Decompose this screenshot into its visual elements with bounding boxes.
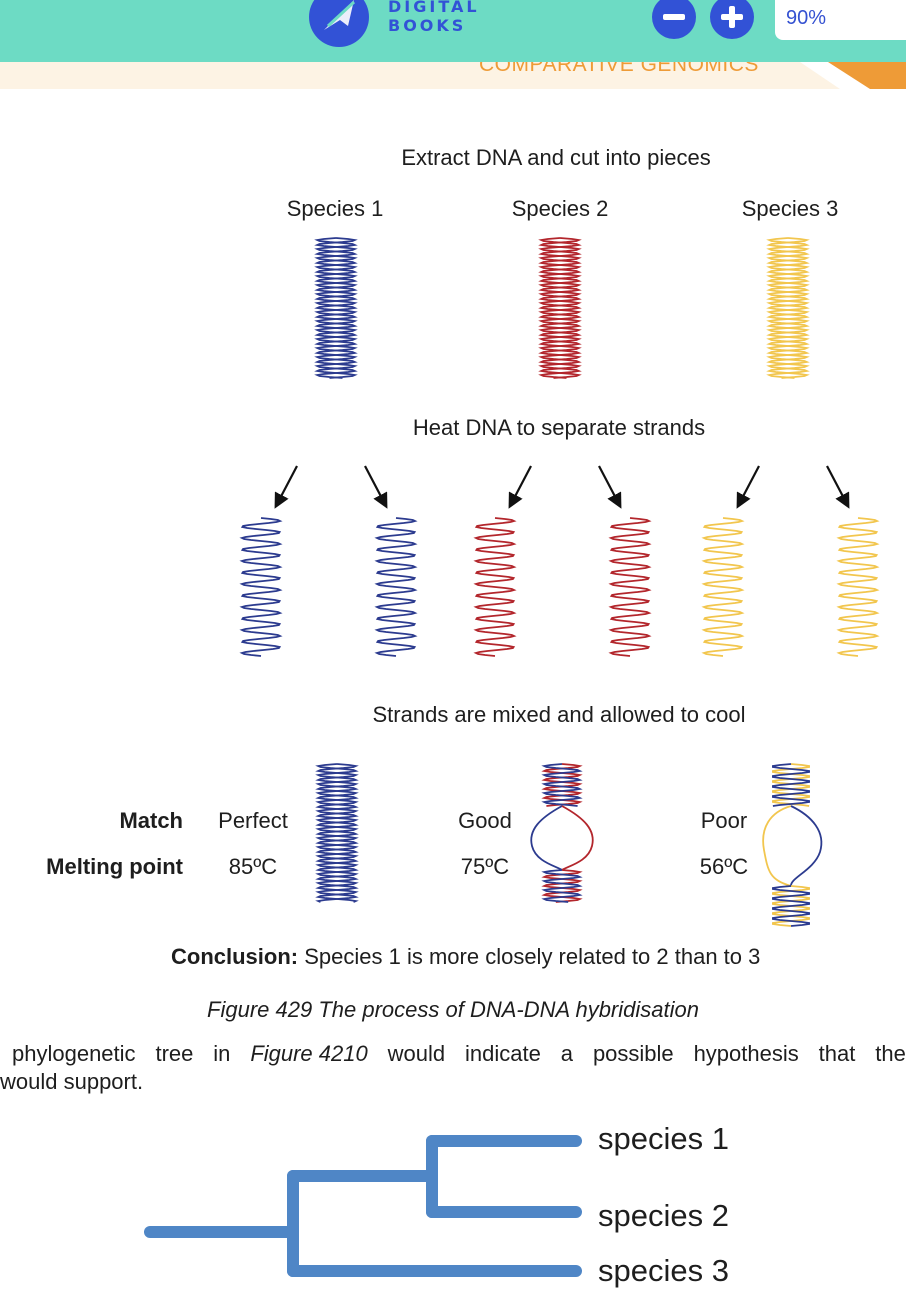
- single-strand-2: [374, 517, 418, 657]
- para-word: tree: [155, 1041, 194, 1066]
- species-1-helix-strand-b: [314, 237, 358, 379]
- hybrid-good-bubble-b: [561, 805, 594, 871]
- species-2-label: Species 2: [511, 196, 609, 221]
- zoom-out-button[interactable]: [651, 0, 697, 40]
- digital-books-logo-icon[interactable]: [308, 0, 370, 48]
- para-word: the: [875, 1041, 906, 1066]
- step-extract-label: Extract DNA and cut into pieces: [401, 145, 711, 170]
- conclusion-text: Species 1 is more closely related to 2 t…: [304, 944, 761, 969]
- arrow-3: [508, 465, 532, 509]
- hybrid-perfect-strand-a: [315, 763, 359, 903]
- melting-85: 85ºC: [228, 854, 278, 879]
- hybrid-poor-bubble-a: [762, 805, 792, 887]
- para-word: in: [213, 1041, 231, 1066]
- step-heat-label: Heat DNA to separate strands: [412, 415, 706, 440]
- logo-text: DIGITAL BOOKS: [388, 0, 480, 35]
- arrow-6: [826, 465, 850, 509]
- hybrid-good-bubble-a: [530, 805, 563, 871]
- arrow-1: [274, 465, 298, 509]
- match-good: Good: [458, 808, 512, 833]
- para-word: that: [818, 1041, 856, 1066]
- match-perfect: Perfect: [218, 808, 288, 833]
- tree-leaf-species-3: species 3: [598, 1253, 729, 1288]
- body-paragraph-line2: would support.: [0, 1069, 144, 1094]
- species-1-label: Species 1: [286, 196, 384, 221]
- arrow-4: [598, 465, 622, 509]
- tree-leaf-species-2: species 2: [598, 1198, 729, 1233]
- single-strand-3: [473, 517, 517, 657]
- dna-hybridisation-diagram: [239, 237, 880, 927]
- tree-leaf-species-1: species 1: [598, 1121, 729, 1156]
- melting-row-label: Melting point: [46, 854, 183, 879]
- hybrid-helices: [315, 763, 823, 927]
- hybrid-poor-bottom-b: [772, 885, 810, 927]
- conclusion-label: Conclusion:: [171, 944, 299, 969]
- single-strand-5: [701, 517, 745, 657]
- melting-56: 56ºC: [699, 854, 749, 879]
- species-2-helix-strand-b: [538, 237, 582, 379]
- hybrid-good-top-a: [541, 763, 583, 807]
- para-word: would: [387, 1041, 446, 1066]
- conclusion: Conclusion: Species 1 is more closely re…: [171, 944, 760, 970]
- phylogenetic-tree: [144, 1135, 582, 1277]
- single-strands: [239, 517, 880, 657]
- hybrid-poor-top-b: [772, 763, 810, 807]
- figure-reference-link[interactable]: Figure 4210: [250, 1041, 368, 1066]
- arrows: [274, 465, 850, 509]
- single-strand-6: [836, 517, 880, 657]
- arrow-2: [364, 465, 388, 509]
- step-cool-label: Strands are mixed and allowed to cool: [372, 702, 746, 727]
- single-strand-1: [239, 517, 283, 657]
- figure-caption: Figure 429 The process of DNA-DNA hybrid…: [207, 997, 699, 1022]
- hybrid-good-bottom-b: [541, 869, 583, 903]
- body-paragraph-line1: phylogenetic tree in Figure 4210 would i…: [0, 1040, 906, 1068]
- species-3-helix-strand-b: [766, 237, 810, 379]
- species-3-label: Species 3: [741, 196, 839, 221]
- match-poor: Poor: [700, 808, 748, 833]
- arrow-5: [736, 465, 760, 509]
- para-word: a: [560, 1041, 574, 1066]
- hybrid-poor-bubble-b: [790, 805, 823, 887]
- hybrid-perfect-strand-b: [315, 763, 359, 903]
- chapter-title: COMPARATIVE GENOMICS: [479, 62, 759, 76]
- double-helices: [314, 237, 810, 379]
- single-strand-4: [608, 517, 652, 657]
- top-toolbar: DIGITAL BOOKS 90%: [0, 0, 906, 62]
- zoom-in-button[interactable]: [709, 0, 755, 40]
- logo-line2: BOOKS: [388, 16, 467, 35]
- hybrid-good-top-b: [541, 763, 583, 807]
- melting-75: 75ºC: [460, 854, 510, 879]
- match-row-label: Match: [119, 808, 183, 833]
- para-word: phylogenetic: [12, 1041, 136, 1066]
- zoom-level-field[interactable]: 90%: [775, 0, 906, 40]
- chapter-bar: COMPARATIVE GENOMICS: [0, 62, 906, 89]
- page-corner-decoration: [800, 62, 906, 89]
- logo-line1: DIGITAL: [388, 0, 480, 16]
- para-word: possible: [592, 1041, 674, 1066]
- para-word: hypothesis: [693, 1041, 799, 1066]
- para-word: indicate: [465, 1041, 541, 1066]
